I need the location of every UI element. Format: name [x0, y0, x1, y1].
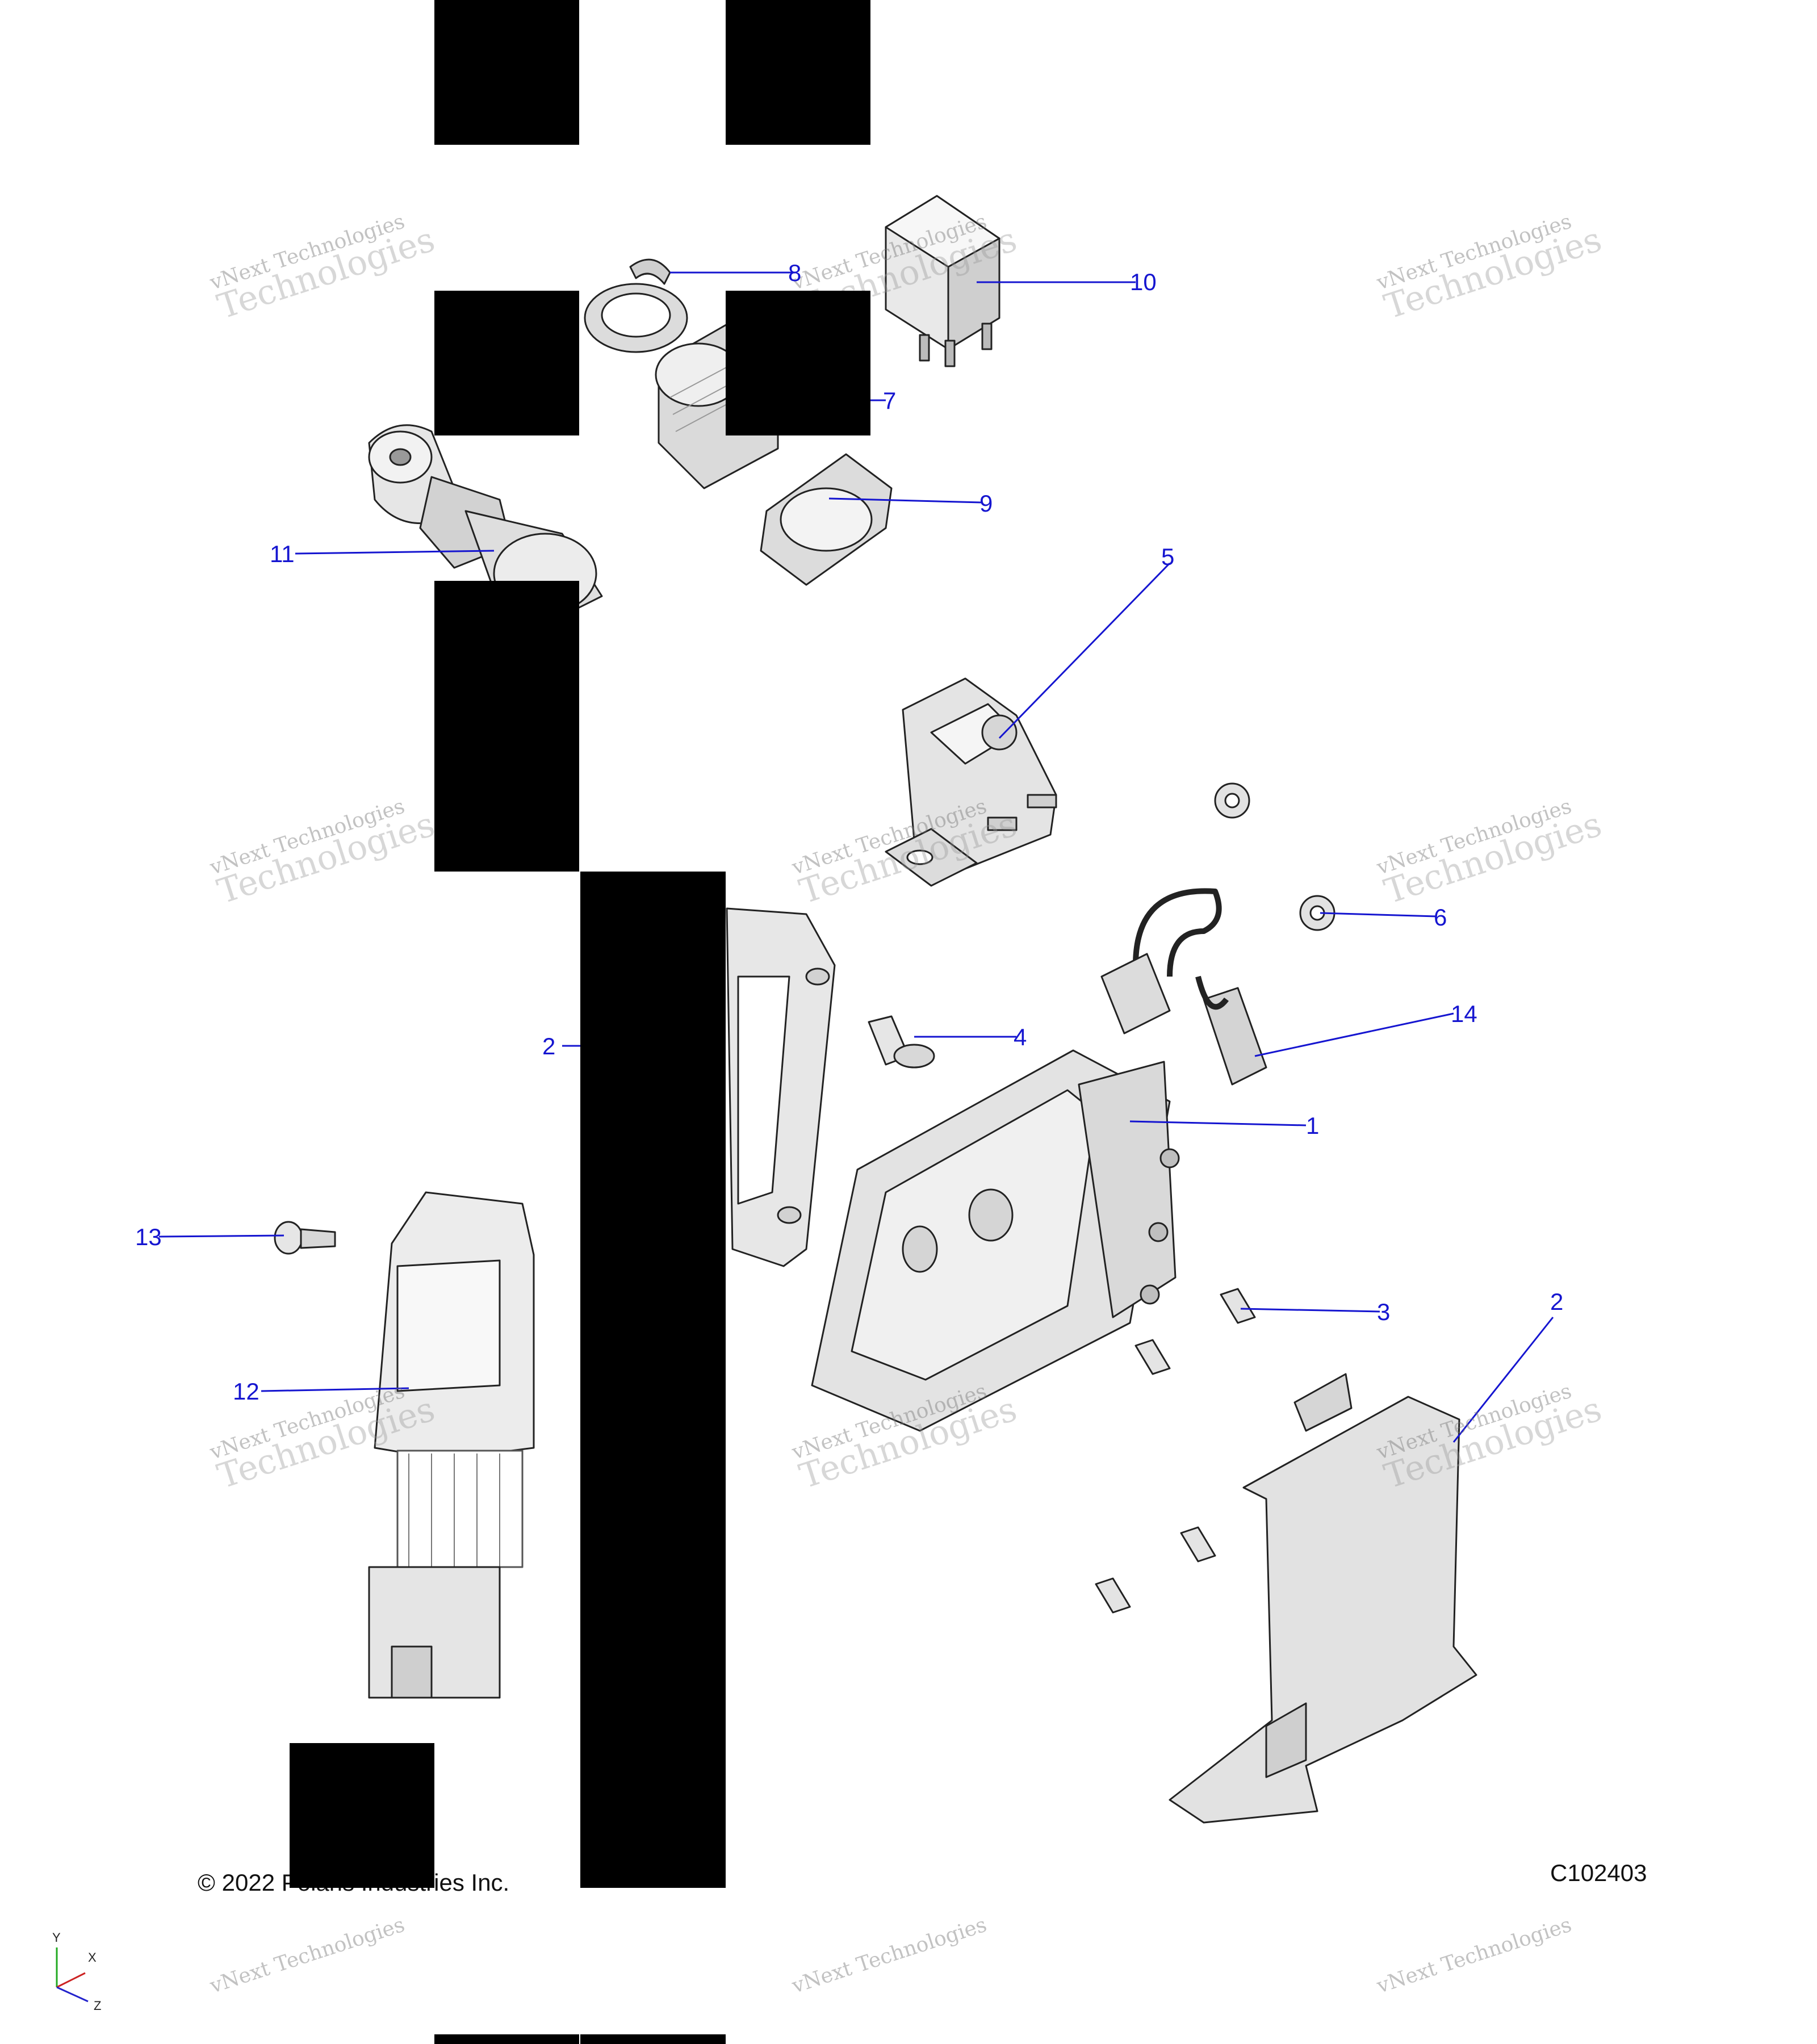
bracket-part-2-upper [726, 907, 836, 1267]
callout-4: 4 [1014, 1024, 1027, 1050]
redaction-block [580, 2034, 726, 2044]
callout-6: 6 [1434, 904, 1447, 931]
redaction-block [434, 581, 579, 872]
redaction-block [726, 0, 870, 145]
callout-12: 12 [233, 1378, 259, 1405]
module-part-12 [368, 1191, 535, 1699]
callout-14: 14 [1451, 1000, 1477, 1027]
relay-part-10 [885, 195, 1000, 367]
redaction-block [434, 291, 579, 435]
callout-10: 10 [1130, 269, 1157, 295]
redaction-block [726, 291, 870, 435]
redaction-block [434, 2034, 579, 2044]
harness-part-14 [1100, 888, 1267, 1086]
drawing-number: C102403 [1550, 1859, 1647, 1886]
callout-13: 13 [135, 1224, 162, 1250]
callout-2-lower: 2 [1550, 1288, 1564, 1315]
screw-part-13 [274, 1221, 336, 1255]
screw-part-3 [1095, 1288, 1256, 1614]
callout-2-upper: 2 [542, 1033, 556, 1059]
sensor-part-5 [885, 677, 1057, 887]
callout-9: 9 [979, 490, 993, 517]
redaction-block [580, 872, 726, 1888]
callout-5: 5 [1161, 543, 1175, 570]
callout-7: 7 [883, 387, 897, 414]
callout-8: 8 [788, 259, 802, 286]
callout-3: 3 [1377, 1299, 1391, 1325]
axis-triad [56, 1947, 89, 2003]
bolt-part-6 [1214, 782, 1335, 931]
axis-label-x: X [88, 1950, 97, 1965]
nut-part-9 [760, 453, 893, 586]
ecu-part-1 [811, 1049, 1180, 1432]
redaction-block [290, 1743, 434, 1888]
callout-1: 1 [1306, 1112, 1320, 1139]
axis-label-y: Y [52, 1930, 61, 1945]
axis-label-z: Z [94, 1999, 101, 2013]
cover-part-2-lower [1169, 1373, 1477, 1824]
redaction-block [434, 0, 579, 145]
callout-11: 11 [270, 541, 295, 567]
lock-ring-part-8 [584, 258, 688, 353]
rivet-part-4 [868, 1015, 935, 1069]
